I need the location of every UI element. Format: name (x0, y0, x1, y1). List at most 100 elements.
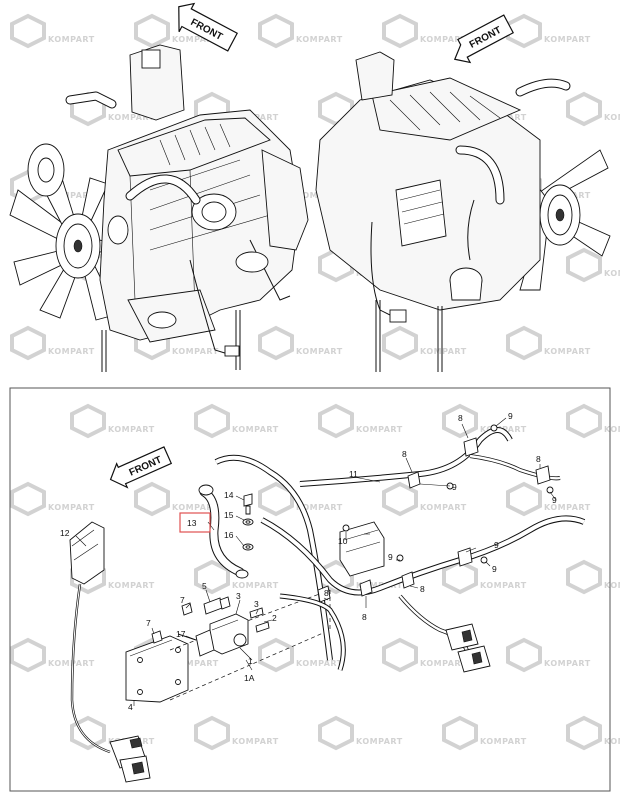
watermark-text: KOMPART (172, 503, 219, 512)
watermark-tile: KOMPART (382, 325, 466, 361)
front-arrow-3: FRONT (109, 446, 173, 489)
callout-7b: 7 (146, 618, 151, 628)
watermark-tile: KOMPART (442, 559, 527, 595)
watermark-layer: KOMPART KOMPART KOMPART KOMPART KOMPART KOMPA… (10, 13, 620, 751)
watermark-tile: KOMPART (194, 403, 279, 439)
callout-8d: 8 (324, 588, 329, 598)
callout-8f: 8 (420, 584, 425, 594)
watermark-text: KOMPART (604, 113, 620, 122)
watermark-tile: KOMPART (566, 247, 620, 283)
leader-lines (75, 417, 557, 706)
watermark-tile: KOMPART (442, 715, 527, 751)
watermark-tile: KOMPART (70, 403, 155, 439)
callout-13-highlight (179, 512, 211, 533)
watermark-text: KOMPART (480, 737, 527, 746)
watermark-text: KOMPART (172, 659, 219, 668)
watermark-tile: KOMPART (318, 715, 403, 751)
engine-view-left (9, 44, 309, 372)
watermark-text: KOMPART (420, 659, 467, 668)
callout-15: 15 (224, 510, 234, 520)
watermark-text: KOMPART (604, 737, 620, 746)
watermark-text: KOMPART (296, 347, 343, 356)
plate-dashed (169, 589, 331, 701)
callout-11: 11 (349, 469, 358, 479)
watermark-text: KOMPART (544, 659, 591, 668)
watermark-tile: KOMPART (382, 637, 467, 673)
callout-2: 2 (272, 613, 277, 623)
callout-1a: 1A (244, 673, 255, 683)
watermark-text: KOMPART (232, 581, 279, 590)
watermark-tile: KOMPART (318, 403, 403, 439)
callout-16: 16 (224, 530, 234, 540)
watermark-tile: KOMPART (10, 637, 95, 673)
callout-17: 17 (176, 629, 186, 639)
watermark-text: KOMPART (108, 425, 155, 434)
watermark-tile: KOMPART (382, 13, 467, 49)
callout-4: 4 (128, 702, 133, 712)
watermark-text: KOMPART (356, 737, 403, 746)
callout-8b: 8 (402, 449, 407, 459)
watermark-tile: KOMPART (566, 715, 620, 751)
watermark-text: KOMPART (544, 503, 591, 512)
watermark-text: KOMPART (48, 659, 95, 668)
callout-14: 14 (224, 490, 234, 500)
watermark-text: KOMPART (296, 659, 343, 668)
watermark-text: KOMPART (48, 503, 95, 512)
watermark-tile: KOMPART (506, 637, 591, 673)
front-arrow-1: FRONT (178, 2, 238, 52)
watermark-text: KOMPART (108, 581, 155, 590)
watermark-tile: KOMPART (194, 715, 279, 751)
watermark-text: KOMPART (604, 269, 620, 278)
watermark-text: KOMPART (420, 503, 467, 512)
watermark-text: KOMPART (544, 347, 591, 356)
watermark-tile: KOMPART (134, 13, 219, 49)
bracket-4 (125, 635, 189, 703)
callout-9c: 9 (552, 495, 557, 505)
sensor-1 (195, 613, 249, 657)
watermark-text: KOMPART (296, 35, 343, 44)
watermark-tile: KOMPART (506, 325, 591, 361)
watermark-text: KOMPART (296, 503, 343, 512)
callout-9d: 9 (494, 540, 499, 550)
watermark-text: KOMPART (356, 425, 403, 434)
watermark-text: KOMPART (172, 35, 219, 44)
callout-8a: 8 (458, 413, 463, 423)
watermark-tile: KOMPART (258, 637, 343, 673)
callout-9a: 9 (508, 411, 513, 421)
watermark-tile: KOMPART (258, 325, 343, 361)
detail-frame (9, 387, 611, 792)
watermark-tile: KOMPART (10, 325, 95, 361)
callout-9f: 9 (388, 552, 393, 562)
callout-10: 10 (338, 536, 348, 546)
fitting-14-15-16 (242, 493, 254, 551)
watermark-text: KOMPART (48, 347, 95, 356)
callout-5: 5 (202, 581, 207, 591)
callout-8c: 8 (536, 454, 541, 464)
watermark-text: KOMPART (172, 347, 219, 356)
watermark-tile: KOMPART (258, 13, 343, 49)
watermark-text: KOMPART (604, 581, 620, 590)
watermark-tile: KOMPART (10, 13, 94, 49)
callout-9b: 9 (452, 482, 457, 492)
watermark-text: KOMPART (232, 425, 279, 434)
watermark-text: KOMPART (420, 35, 467, 44)
watermark-tile: KOMPART (506, 13, 591, 49)
watermark-text: KOMPART (544, 35, 591, 44)
watermark-tile: KOMPART (382, 481, 467, 517)
harness-12 (69, 521, 151, 783)
callout-8e: 8 (362, 612, 367, 622)
watermark-tile: KOMPART (566, 91, 620, 127)
watermark-tile: KOMPART (134, 481, 219, 517)
watermark-text: KOMPART (232, 737, 279, 746)
callout-13: 13 (187, 518, 197, 528)
watermark-text: KOMPART (48, 191, 95, 200)
callout-7a: 7 (180, 595, 185, 605)
watermark-tile: KOMPART (566, 559, 620, 595)
callout-3b: 3 (254, 599, 259, 609)
watermark-text: KOMPART (480, 581, 527, 590)
callout-12: 12 (60, 528, 70, 538)
engine-view-right (315, 51, 611, 372)
callout-9e: 9 (492, 564, 497, 574)
